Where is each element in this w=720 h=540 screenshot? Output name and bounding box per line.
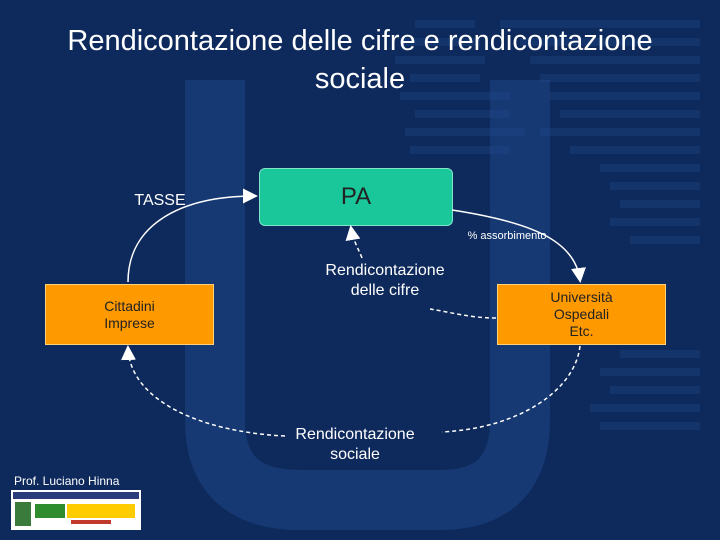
pa-box: PA bbox=[259, 168, 453, 226]
imprese-label: Imprese bbox=[104, 314, 155, 331]
rend-cifre-line2: delle cifre bbox=[350, 282, 420, 299]
cittadini-imprese-box: Cittadini Imprese bbox=[45, 284, 214, 345]
rendicontazione-cifre-label: Rendicontazione delle cifre bbox=[300, 261, 470, 301]
universita-label: Università bbox=[550, 289, 613, 305]
ospedali-label: Ospedali bbox=[553, 306, 610, 322]
rend-cifre-line1: Rendicontazione bbox=[325, 262, 445, 279]
tasse-label: TASSE bbox=[134, 192, 186, 209]
arrow-cittadini-to-pa bbox=[127, 188, 258, 283]
pa-label: PA bbox=[340, 183, 372, 210]
rend-soc-line1: Rendicontazione bbox=[295, 426, 415, 443]
rend-soc-line2: sociale bbox=[330, 446, 380, 463]
assorbimento-label: % assorbimento bbox=[467, 230, 547, 242]
arrow-cifre-to-pa bbox=[345, 225, 363, 259]
etc-label: Etc. bbox=[569, 323, 594, 339]
rendicontazione-sociale-label: Rendicontazione sociale bbox=[270, 425, 440, 465]
cittadini-label: Cittadini bbox=[104, 297, 155, 314]
link-universita-to-cifre bbox=[429, 308, 497, 319]
arrow-sociale-to-cittadini bbox=[120, 345, 286, 437]
slide-title: Rendicontazione delle cifre e rendiconta… bbox=[67, 25, 653, 95]
author-label: Prof. Luciano Hinna bbox=[14, 474, 120, 488]
arrow-pa-to-universita bbox=[451, 209, 586, 283]
link-universita-to-sociale bbox=[441, 345, 581, 433]
university-logo bbox=[11, 490, 141, 530]
universita-box: Università Ospedali Etc. bbox=[497, 284, 666, 345]
